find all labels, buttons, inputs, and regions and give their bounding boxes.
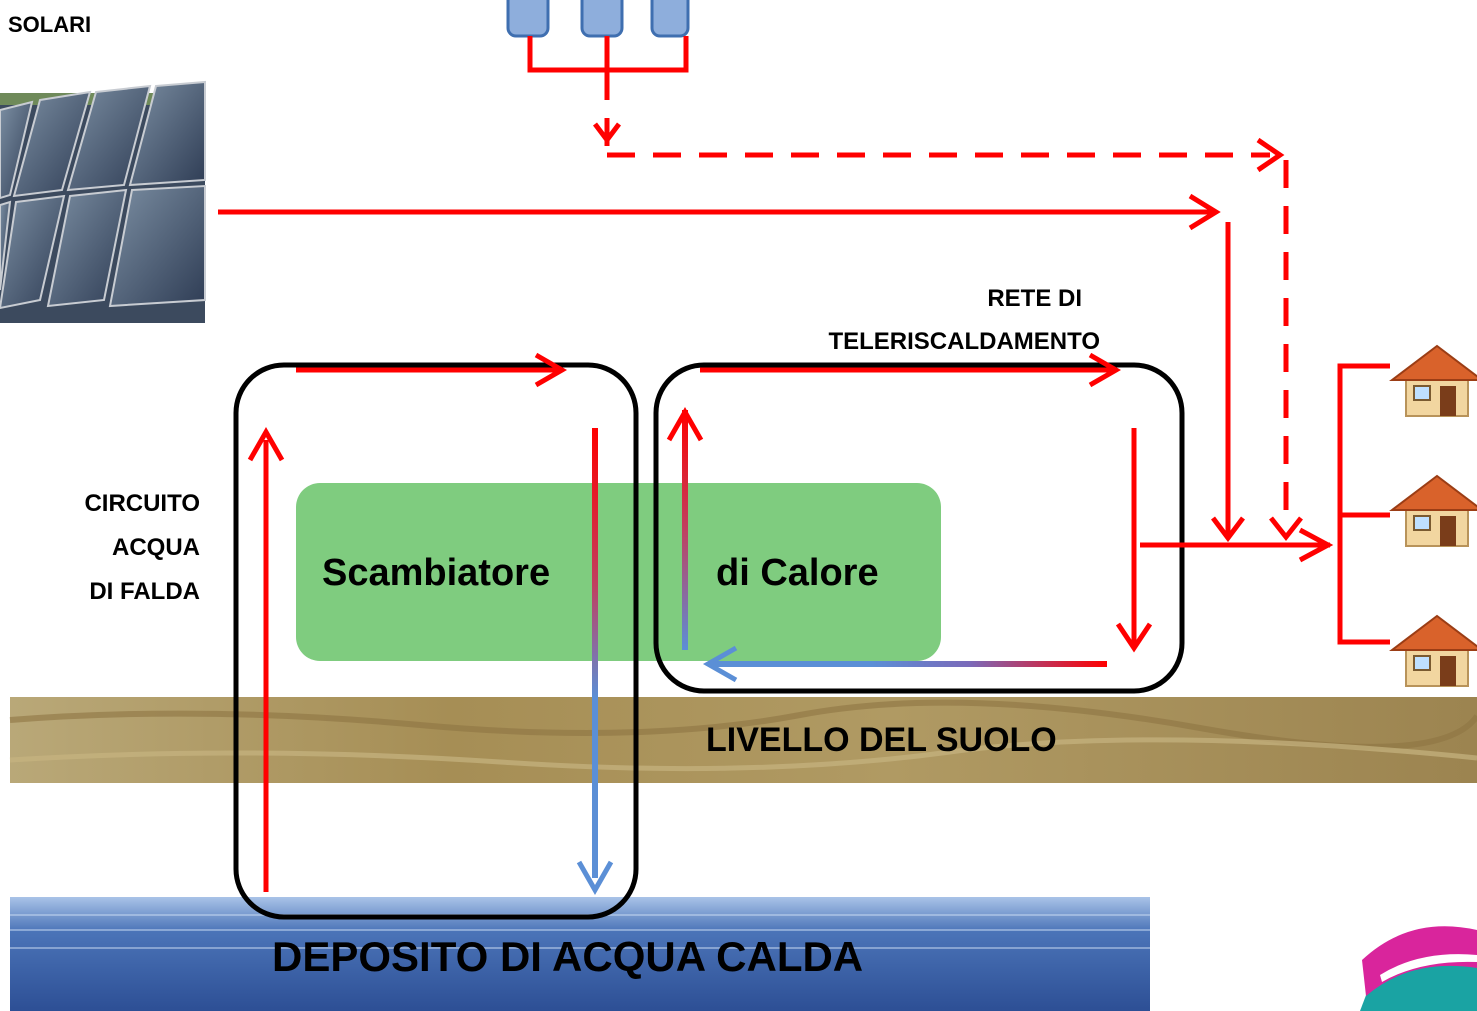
dashed-arrowheads: [593, 122, 1303, 542]
tank-icon: [506, 0, 690, 38]
tank-connector: [527, 36, 689, 73]
heat-exchanger: [296, 483, 941, 661]
groundwater-loop-arrows: [247, 352, 614, 896]
network-label-line1: RETE DI: [987, 285, 1082, 312]
solar-label: SOLARI: [8, 12, 92, 37]
solar-panel-field: [0, 80, 206, 323]
circuit-label-line3: DI FALDA: [89, 578, 200, 605]
exchanger-label-right: di Calore: [716, 552, 879, 594]
house-icon: [1389, 344, 1477, 687]
storage-label: DEPOSITO DI ACQUA CALDA: [272, 933, 864, 980]
exchanger-label-left: Scambiatore: [322, 552, 551, 594]
supply-line: [1140, 363, 1390, 645]
ground-level: [9, 697, 1477, 783]
circuit-label-line1: CIRCUITO: [84, 490, 200, 517]
circuit-label-line2: ACQUA: [112, 534, 200, 561]
solar-flow-line: [218, 193, 1245, 543]
district-loop-arrows: [666, 352, 1153, 683]
logo-mark: [1360, 926, 1477, 1011]
groundwater-loop-box: [233, 362, 639, 920]
district-loop-box: [653, 362, 1185, 694]
network-label-line2: TELERISCALDAMENTO: [828, 328, 1100, 355]
ground-label: LIVELLO DEL SUOLO: [706, 721, 1057, 759]
